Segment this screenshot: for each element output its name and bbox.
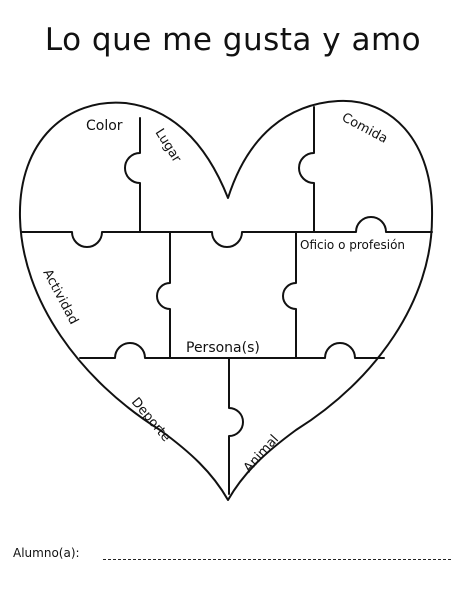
piece-edge xyxy=(156,231,171,359)
piece-edge xyxy=(228,357,244,495)
piece-label-lugar: Lugar xyxy=(152,126,185,166)
piece-label-animal: Animal xyxy=(241,432,282,475)
student-name-label: Alumno(a): xyxy=(13,546,80,560)
piece-label-oficio: Oficio o profesión xyxy=(300,238,405,252)
piece-edge xyxy=(298,106,315,233)
piece-edge xyxy=(79,342,385,359)
piece-edge xyxy=(124,117,141,233)
piece-label-deporte: Deporte xyxy=(128,395,173,445)
piece-label-persona: Persona(s) xyxy=(186,340,260,356)
piece-label-actividad: Actividad xyxy=(39,267,81,327)
piece-edge xyxy=(21,216,433,248)
piece-label-color: Color xyxy=(86,118,123,134)
heart-outline xyxy=(18,99,434,501)
page-title: Lo que me gusta y amo xyxy=(44,22,422,58)
piece-label-comida: Comida xyxy=(339,110,390,146)
piece-edge xyxy=(282,231,297,359)
student-name-row: Alumno(a): xyxy=(13,542,451,564)
student-name-line[interactable] xyxy=(103,559,451,560)
